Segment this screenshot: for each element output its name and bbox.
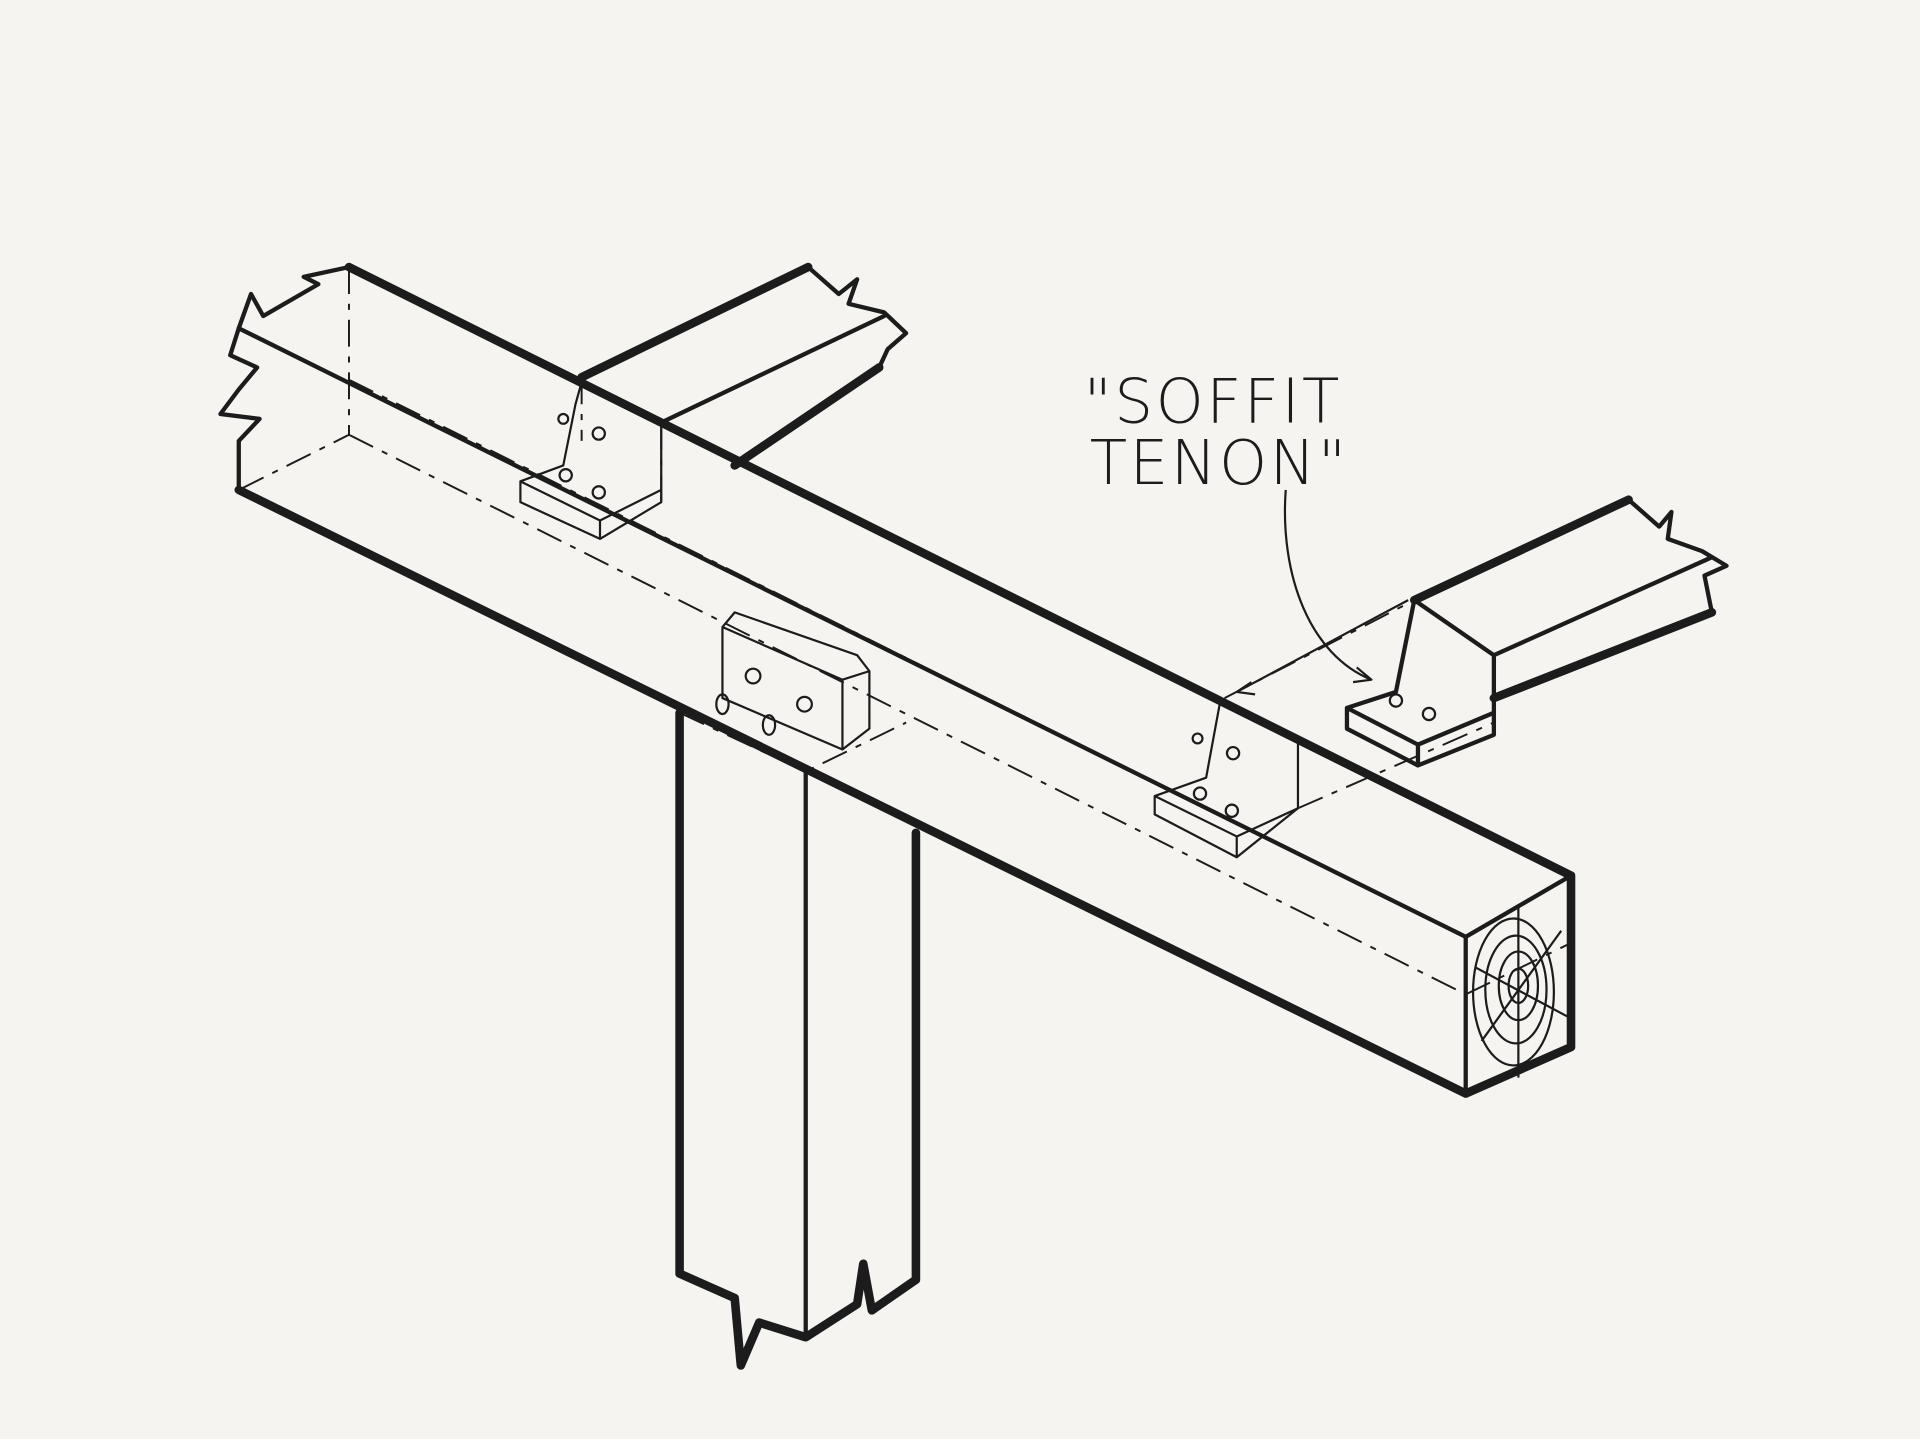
soffit-tenon-label: "SOFFIT TENON"	[1084, 367, 1409, 696]
right-beam-with-tenon	[1224, 495, 1729, 810]
end-grain-icon	[1471, 906, 1568, 1078]
soffit-tenon-left	[519, 381, 663, 540]
leader-arrow	[1283, 489, 1373, 684]
post	[675, 708, 921, 1370]
post-tenon	[715, 611, 871, 751]
main-beam	[218, 262, 1576, 1098]
assembly-arrow	[1235, 599, 1409, 696]
soffit-tenon-right	[1153, 696, 1300, 859]
label-line-1: "SOFFIT	[1084, 367, 1342, 438]
label-line-2: TENON"	[1090, 428, 1349, 499]
